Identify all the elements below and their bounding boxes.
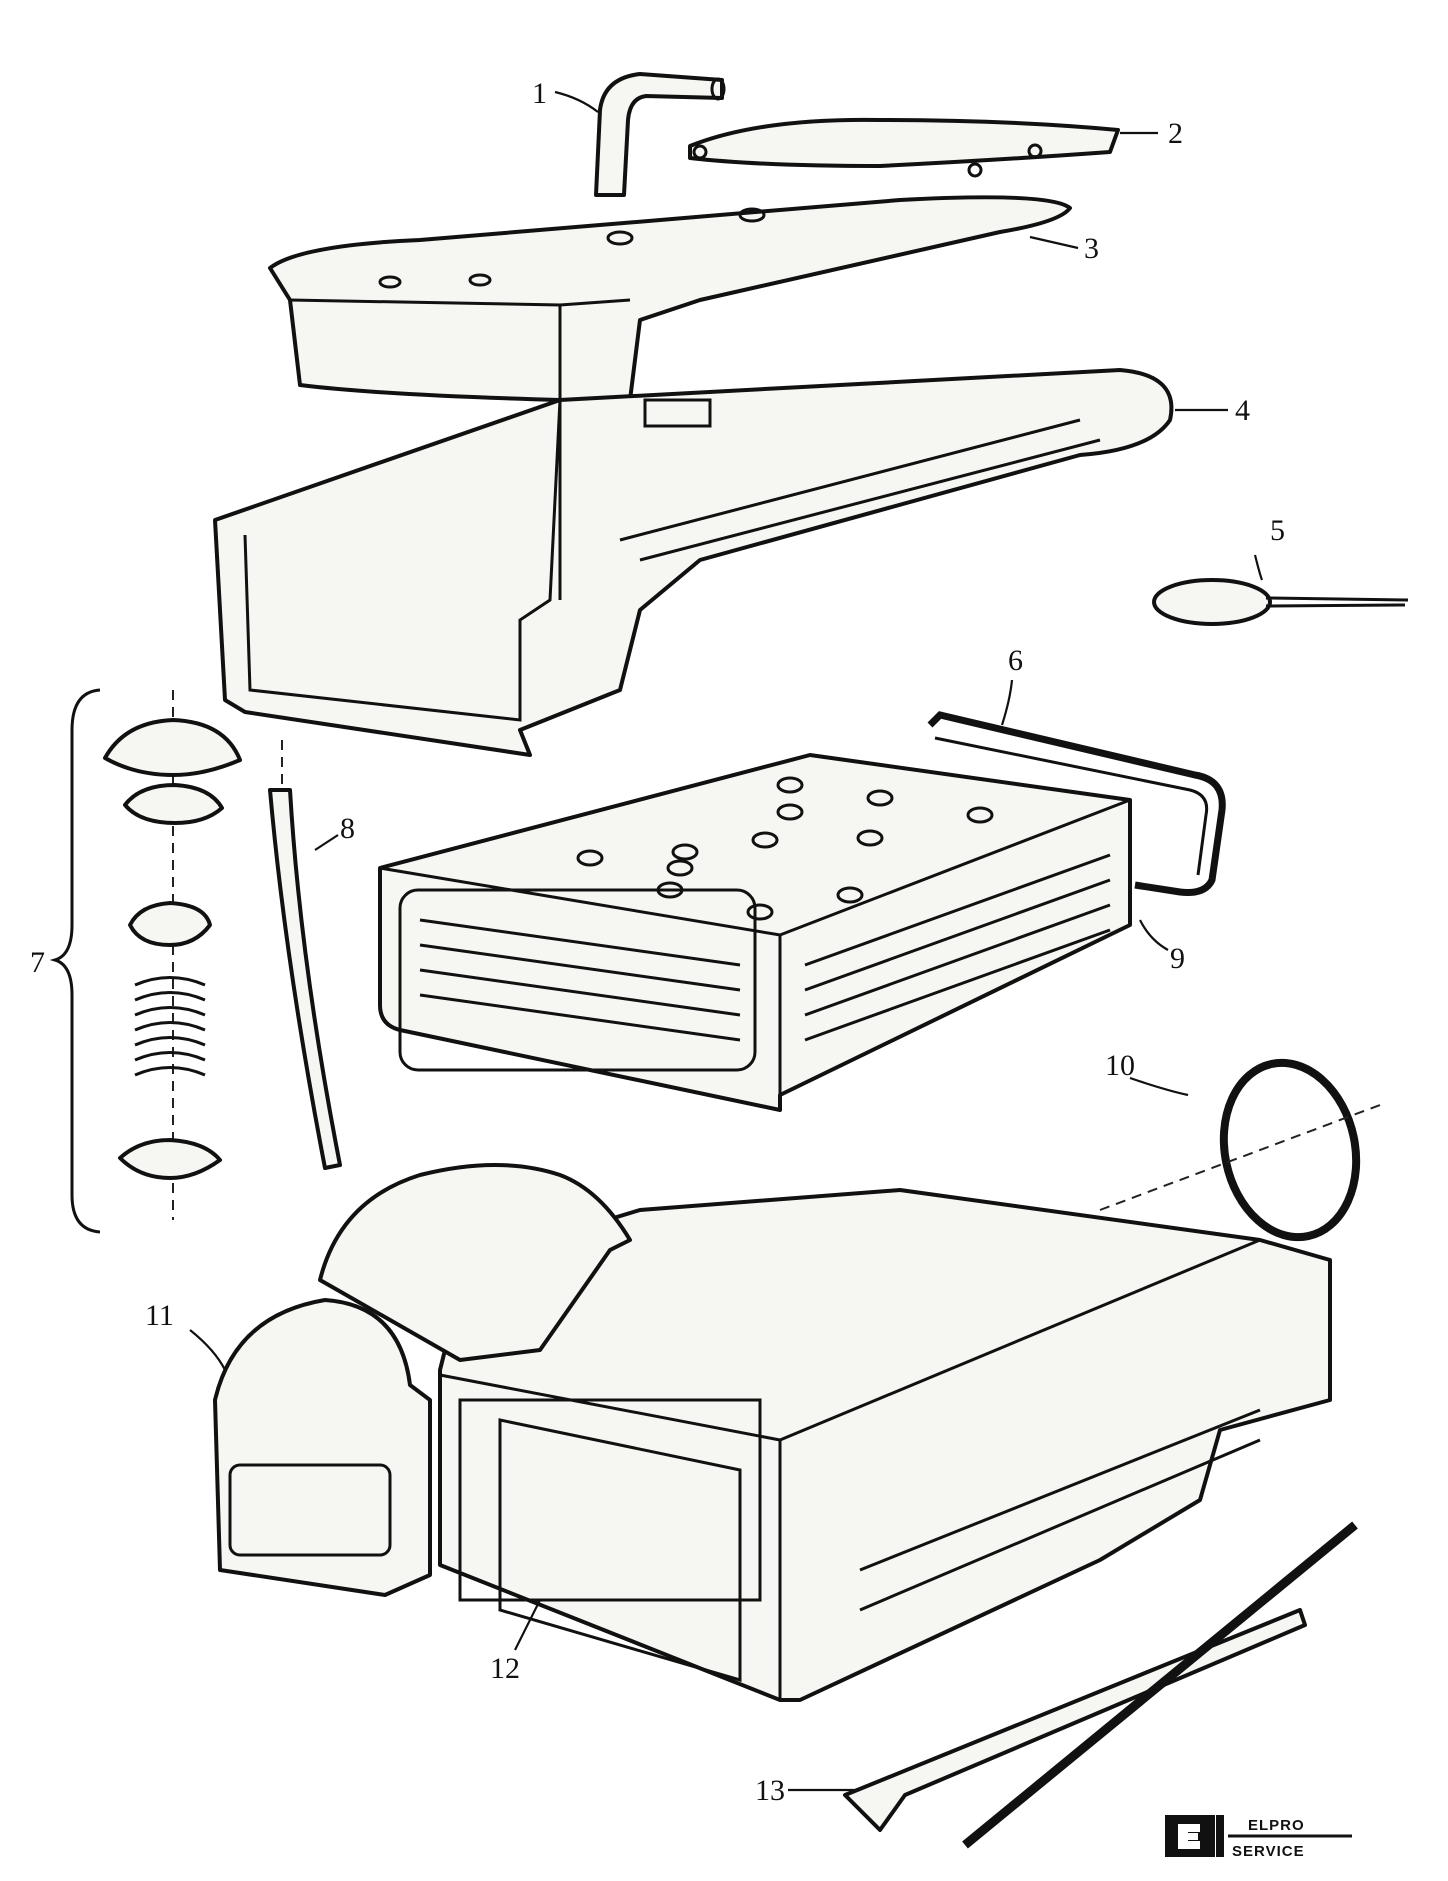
leader-lines	[189, 90, 1264, 1792]
callout-3: 3	[1084, 232, 1099, 265]
heat-exchanger-fins	[419, 853, 1111, 1042]
logo-line1: ELPRO	[1248, 1817, 1305, 1834]
part-10-clamp-ring	[1099, 1058, 1381, 1242]
callout-10: 10	[1105, 1049, 1135, 1082]
logo-line2: SERVICE	[1232, 1843, 1305, 1860]
part-7-fastener-stack	[49, 688, 242, 1234]
part-9-heat-exchanger	[378, 753, 1132, 1112]
callout-6: 6	[1008, 644, 1023, 677]
part-6-gasket	[927, 711, 1226, 896]
callout-11: 11	[145, 1299, 174, 1332]
callout-4: 4	[1235, 394, 1250, 427]
brace	[49, 688, 101, 1234]
part-5-sensor	[1152, 578, 1409, 626]
callout-12: 12	[490, 1652, 520, 1685]
callout-9: 9	[1170, 942, 1185, 975]
part-11-fan-housing	[213, 1163, 632, 1597]
part-8-drain-hose	[268, 740, 342, 1170]
part-13-base-strip	[843, 1521, 1358, 1849]
part-2-bracket	[688, 117, 1120, 178]
callout-2: 2	[1168, 117, 1183, 150]
callout-5: 5	[1270, 514, 1285, 547]
callout-1: 1	[532, 77, 547, 110]
part-1-hose	[594, 72, 726, 197]
elpro-service-logo: ELPRO SERVICE	[1165, 1815, 1352, 1860]
callout-labels: 1 2 3 4 5 6 7 8 9 10 11 12 13	[30, 77, 1285, 1807]
callout-8: 8	[340, 812, 355, 845]
callout-7: 7	[30, 946, 45, 979]
spring	[134, 976, 206, 1077]
heat-exchanger-holes	[576, 776, 994, 921]
part-4-duct-housing	[213, 368, 1174, 757]
callout-13: 13	[755, 1774, 785, 1807]
part-3-duct-cover	[268, 195, 1072, 414]
